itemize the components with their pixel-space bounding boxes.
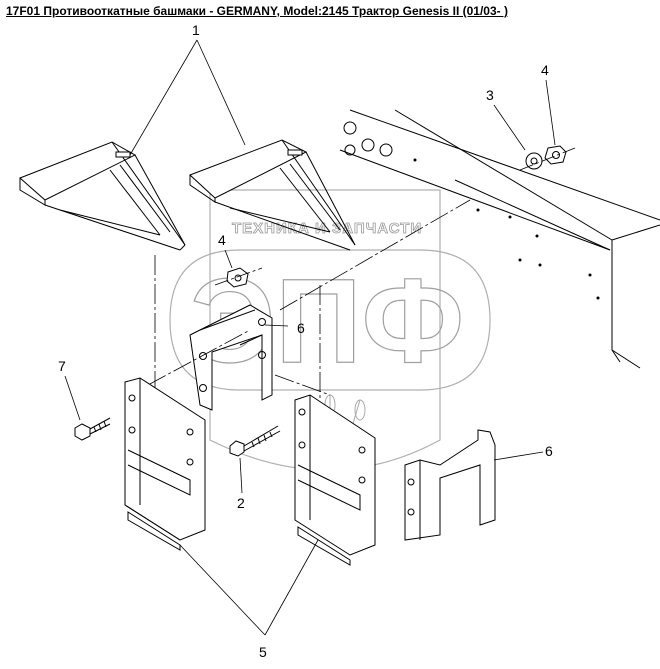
mounting-bracket xyxy=(189,304,273,411)
spacer-bracket xyxy=(404,429,496,541)
washer-3 xyxy=(525,152,543,170)
wheel-chock-right xyxy=(189,139,356,251)
watermark-text: ТЕХНИКА И ЗАПЧАСТИ xyxy=(232,220,422,237)
chock-holder-right xyxy=(294,394,376,566)
callout-7: 7 xyxy=(58,358,66,374)
bolt-7 xyxy=(74,417,111,441)
page-title: 17F01 Противооткатные башмаки - GERMANY,… xyxy=(6,4,508,18)
callout-1: 1 xyxy=(192,22,200,38)
callout-labels: 1 2 3 4 4 5 6 6 7 xyxy=(58,22,553,660)
leader-lines xyxy=(64,39,556,636)
callout-4-upper: 4 xyxy=(541,62,549,78)
callout-6-upper: 6 xyxy=(297,320,305,336)
nut-4-upper xyxy=(544,145,567,165)
callout-2: 2 xyxy=(237,495,245,511)
wheel-chock-left xyxy=(19,141,186,251)
callout-3: 3 xyxy=(486,87,494,103)
callout-6-right: 6 xyxy=(545,443,553,459)
callout-4-middle: 4 xyxy=(218,232,226,248)
bolt-2 xyxy=(229,425,281,457)
frame-rail xyxy=(339,109,660,369)
callout-5: 5 xyxy=(259,644,267,660)
chock-holder-left xyxy=(124,377,206,551)
